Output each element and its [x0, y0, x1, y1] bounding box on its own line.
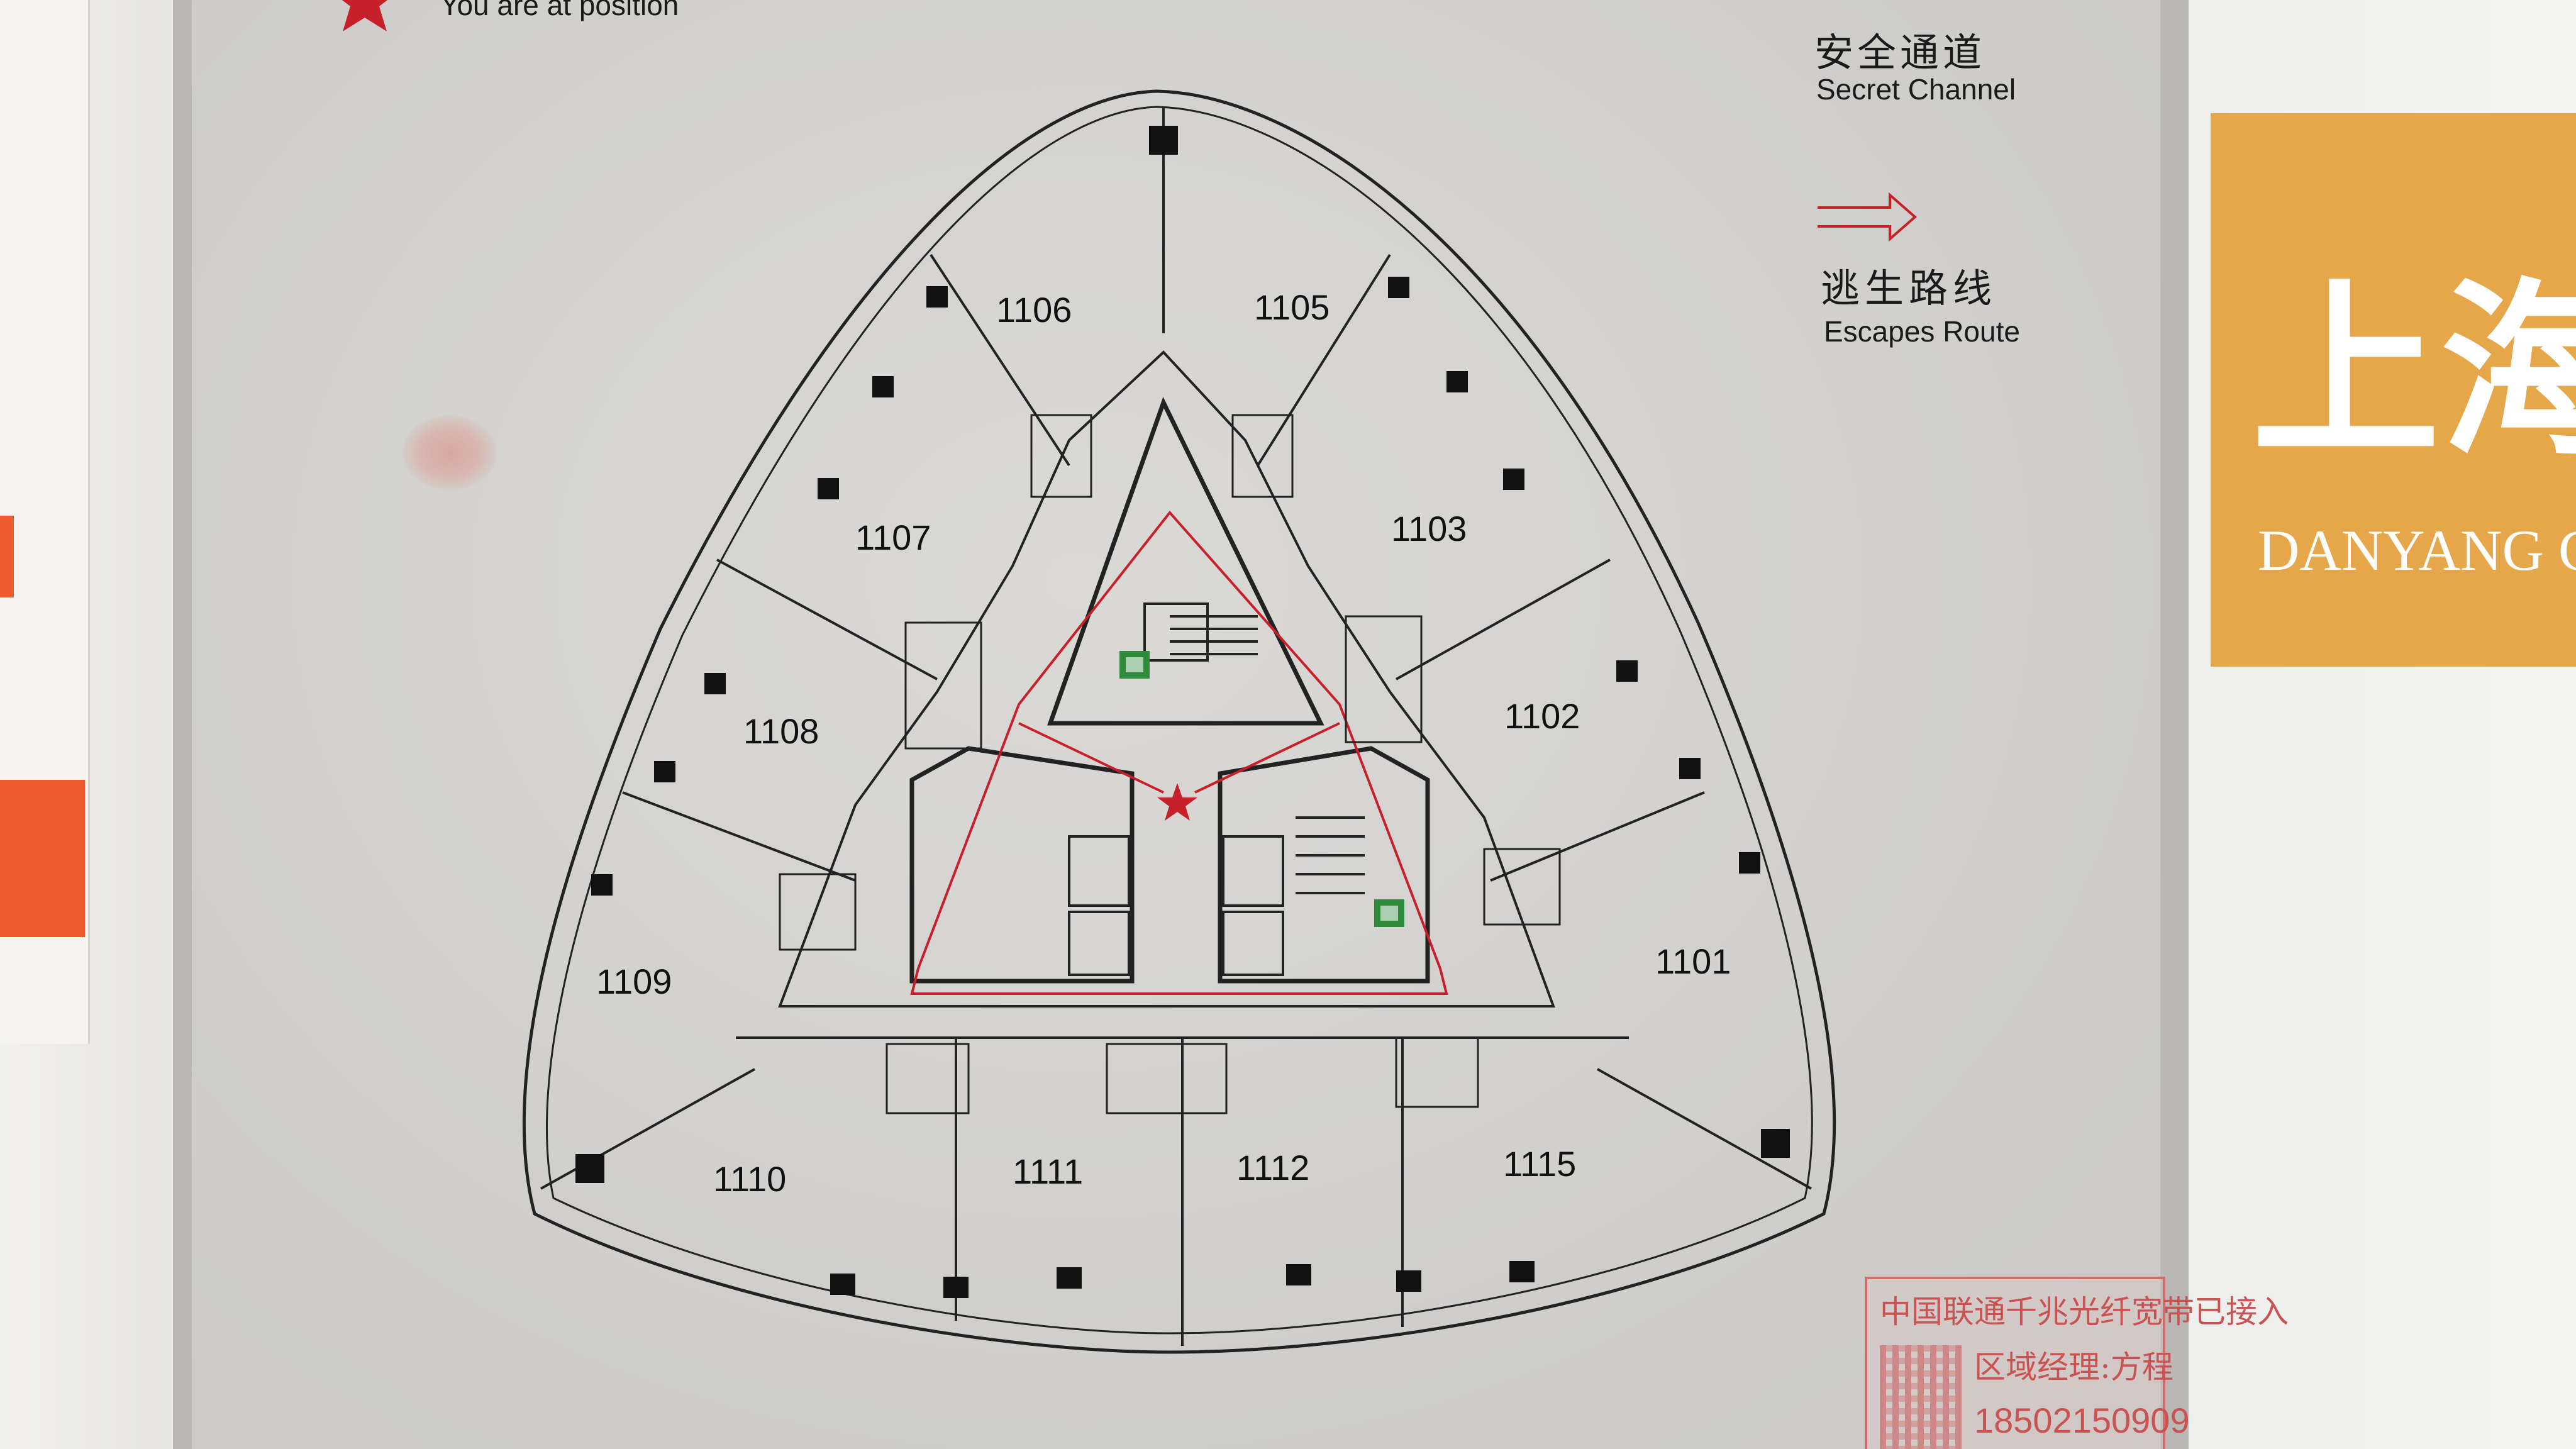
- structural-columns: [575, 126, 1790, 1298]
- room-1105-label: 1105: [1254, 287, 1330, 327]
- exit-sign-icon: [1119, 651, 1150, 679]
- room-1110-label: 1110: [713, 1159, 786, 1199]
- plaque-chinese-text: 上海市: [2251, 260, 2576, 482]
- room-1102-label: 1102: [1504, 696, 1580, 736]
- name-plaque: [2211, 113, 2576, 667]
- room-1115-label: 1115: [1503, 1144, 1576, 1184]
- room-1101-label: 1101: [1655, 941, 1731, 981]
- board-stain: [402, 415, 497, 491]
- room-1111-label: 1111: [1013, 1152, 1083, 1191]
- secret-channel-cn-label: 安全通道: [1814, 31, 1986, 75]
- escape-route-en-label: Escapes Route: [1824, 315, 2020, 348]
- secret-channel-en-label: Secret Channel: [1816, 73, 2016, 106]
- room-1108-label: 1108: [743, 711, 819, 751]
- stair-treads: [1170, 615, 1365, 894]
- you-are-here-star-icon: [341, 0, 388, 31]
- you-are-here-label: You are at position: [440, 0, 679, 21]
- building-inner-outline: [545, 106, 1813, 1335]
- current-position-star-icon: [1157, 783, 1197, 821]
- restroom-blocks: [779, 414, 1561, 1114]
- left-orange-panel: [0, 780, 85, 937]
- corridor-outline: [778, 350, 1555, 1008]
- exit-sign-icon: [1374, 899, 1404, 927]
- room-1103-label: 1103: [1391, 509, 1467, 548]
- room-1106-label: 1106: [996, 290, 1072, 330]
- isp-stamp-sticker: 中国联通千兆光纤宽带已接入 区域经理:方程 18502150909: [1865, 1277, 2289, 1449]
- stamp-line-2: 区域经理:方程: [1974, 1349, 2174, 1385]
- building-outline: [522, 89, 1836, 1354]
- elevator-shafts: [1068, 602, 1284, 976]
- stamp-line-3: 18502150909: [1974, 1401, 2190, 1440]
- stamp-line-1: 中国联通千兆光纤宽带已接入: [1880, 1294, 2289, 1330]
- escape-route-line: [910, 510, 1448, 995]
- plaque-english-text: DANYANG CHAMB: [2258, 518, 2576, 582]
- escape-route-arrow-icon: [1818, 192, 1918, 242]
- building-core: [909, 396, 1430, 984]
- room-1109-label: 1109: [596, 962, 672, 1001]
- left-orange-strip: [0, 516, 14, 597]
- room-1107-label: 1107: [855, 518, 931, 557]
- room-1112-label: 1112: [1236, 1148, 1309, 1187]
- stamp-qr-code: [1880, 1345, 1962, 1449]
- room-walls: [540, 107, 1812, 1346]
- escape-route-cn-label: 逃生路线: [1821, 267, 1997, 311]
